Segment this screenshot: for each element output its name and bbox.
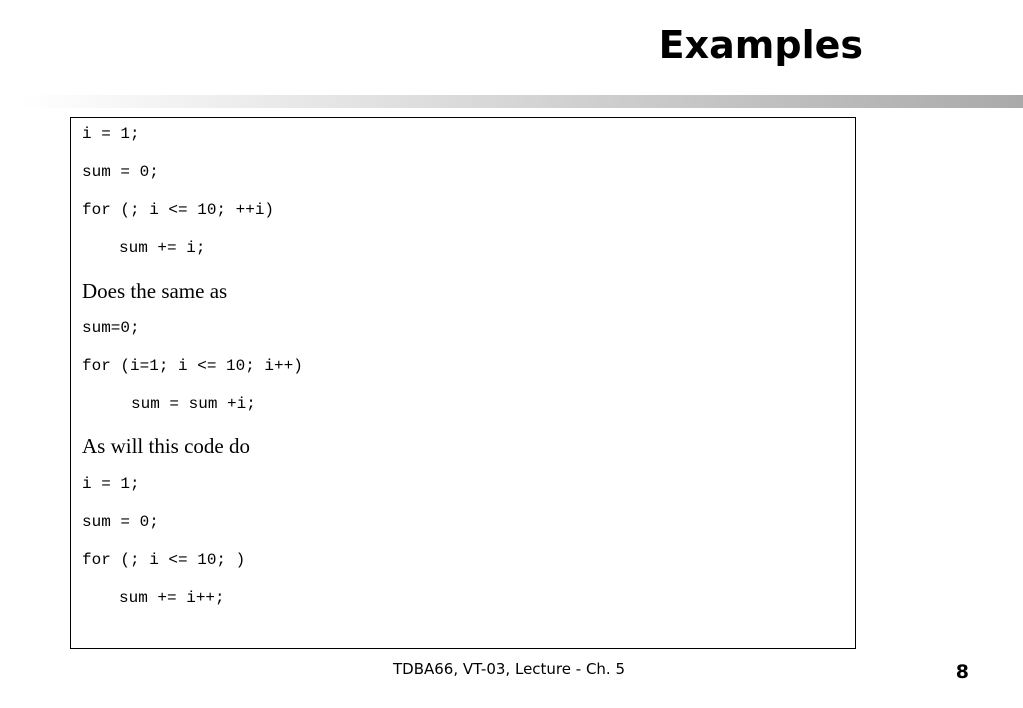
code-line: sum = sum +i; (131, 395, 256, 413)
code-line: sum += i++; (119, 589, 225, 607)
slide-title: Examples (658, 23, 863, 67)
code-line: for (; i <= 10; ++i) (82, 201, 275, 219)
code-line: sum=0; (82, 319, 140, 337)
code-line: i = 1; (82, 125, 140, 143)
code-example-box: i = 1; sum = 0; for (; i <= 10; ++i) sum… (70, 117, 856, 649)
title-divider (20, 95, 1023, 108)
code-line: for (i=1; i <= 10; i++) (82, 357, 303, 375)
code-line: for (; i <= 10; ) (82, 551, 246, 569)
footer-course-text: TDBA66, VT-03, Lecture - Ch. 5 (393, 660, 626, 678)
code-line: sum = 0; (82, 513, 159, 531)
code-line: sum = 0; (82, 163, 159, 181)
code-line: sum += i; (119, 239, 206, 257)
prose-line: Does the same as (82, 279, 228, 303)
page-number: 8 (955, 661, 969, 683)
prose-line: As will this code do (82, 434, 250, 458)
code-line: i = 1; (82, 475, 140, 493)
